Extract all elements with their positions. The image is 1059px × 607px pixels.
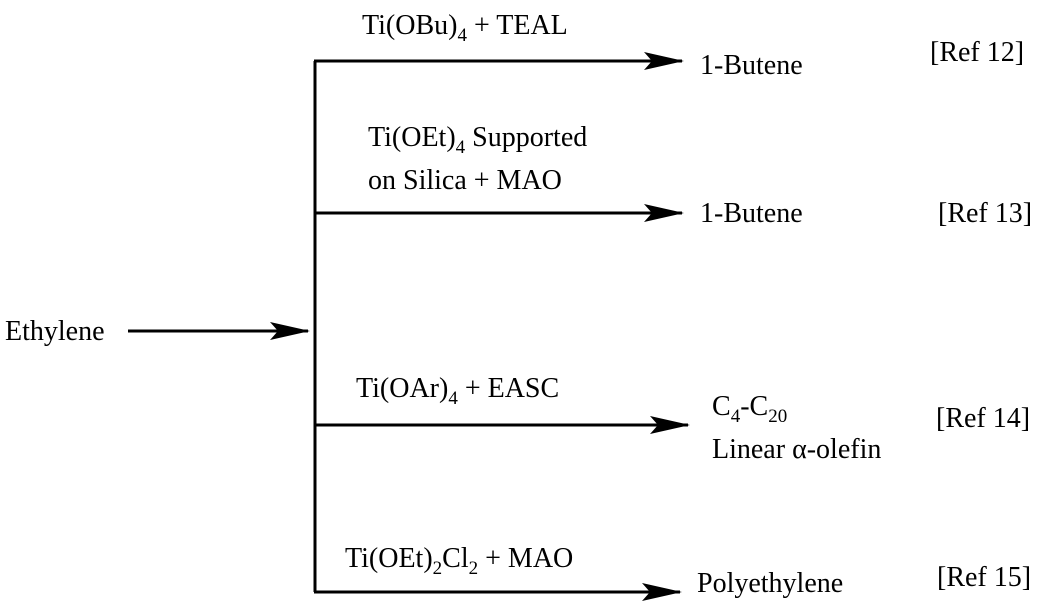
catalyst-label-2: Ti(OEt)4 Supported bbox=[368, 122, 588, 158]
reference-label-3: [Ref 14] bbox=[936, 403, 1031, 434]
product-label-4: Polyethylene bbox=[697, 570, 843, 598]
subscript: 2 bbox=[468, 558, 479, 579]
text-segment: Supported bbox=[465, 122, 588, 153]
reactant-label: Ethylene bbox=[5, 316, 105, 347]
product-label-1: 1-Butene bbox=[700, 52, 803, 80]
catalyst-label-1: Ti(OBu)4 + TEAL bbox=[362, 10, 568, 46]
text-segment: Ti(OAr) bbox=[356, 373, 449, 404]
text-segment: 1-Butene bbox=[700, 198, 803, 229]
text-segment: + EASC bbox=[457, 373, 560, 404]
text-segment: -C bbox=[740, 391, 769, 422]
text-segment: C bbox=[712, 391, 731, 422]
catalyst-label-3: Ti(OAr)4 + EASC bbox=[356, 373, 560, 409]
text-segment: Cl bbox=[442, 543, 469, 574]
text-segment: Ti(OEt) bbox=[368, 122, 456, 153]
subscript: 4 bbox=[457, 25, 467, 46]
text-segment: 1-Butene bbox=[700, 50, 803, 81]
subscript: 20 bbox=[768, 406, 788, 427]
subscript: 4 bbox=[448, 388, 458, 409]
product-label-2: 1-Butene bbox=[700, 200, 803, 228]
subscript: 4 bbox=[730, 406, 741, 427]
reference-label-1: [Ref 12] bbox=[930, 37, 1025, 68]
subscript: 4 bbox=[455, 137, 466, 158]
catalyst-label-4: Ti(OEt)2Cl2 + MAO bbox=[345, 543, 574, 579]
subscript: 2 bbox=[432, 558, 443, 579]
text-segment: + MAO bbox=[478, 543, 574, 574]
catalyst-label-2-line2: on Silica + MAO bbox=[368, 165, 562, 196]
product-label-3-line2: Linear α-olefin bbox=[712, 434, 882, 465]
reference-label-2: [Ref 13] bbox=[938, 198, 1033, 229]
text-segment: Polyethylene bbox=[697, 568, 844, 599]
text-segment: Ti(OBu) bbox=[362, 10, 458, 41]
text-segment: + TEAL bbox=[466, 10, 568, 41]
text-segment: Ti(OEt) bbox=[345, 543, 433, 574]
reference-label-4: [Ref 15] bbox=[937, 562, 1032, 593]
product-label-3: C4-C20 bbox=[712, 391, 787, 427]
